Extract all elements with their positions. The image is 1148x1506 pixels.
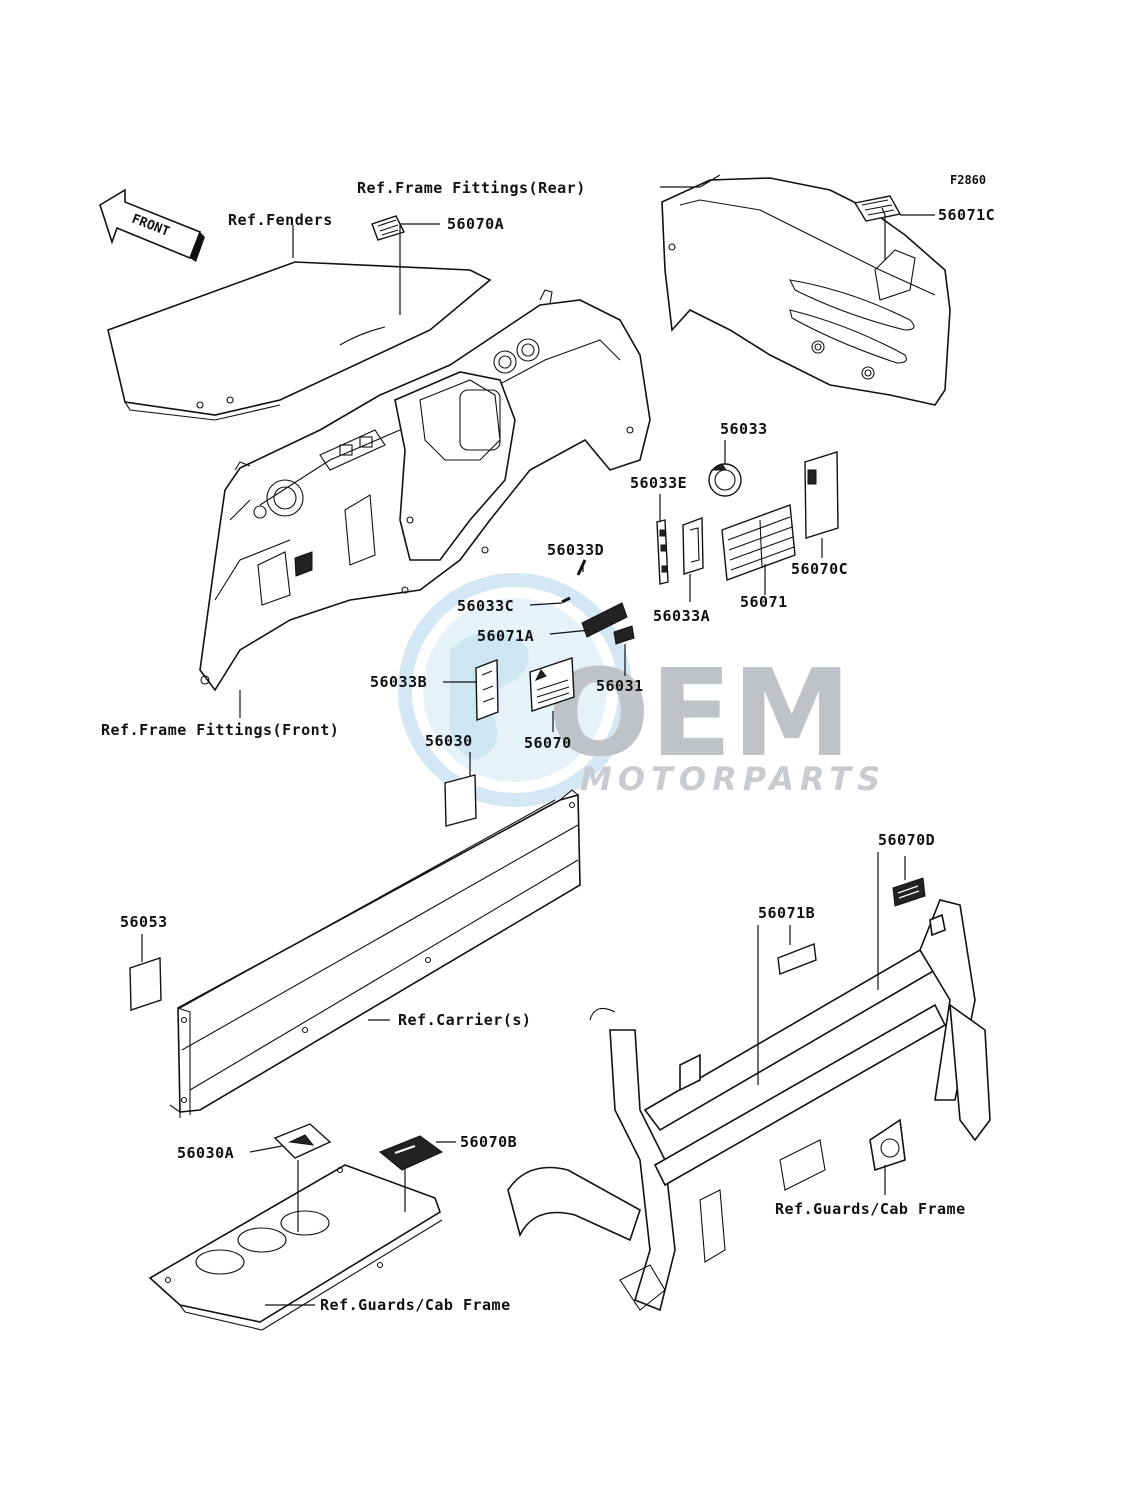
skid-plate-illustration (148, 1164, 443, 1331)
front-arrow-icon: FRONT (99, 188, 205, 262)
decal-56070D (892, 877, 926, 907)
part-label-56070: 56070 (524, 734, 572, 752)
ref-fenders-label: Ref.Fenders (228, 211, 333, 229)
ref-guards-right-label: Ref.Guards/Cab Frame (775, 1200, 966, 1218)
decal-56033A (682, 517, 704, 575)
decal-56033 (708, 463, 742, 497)
part-label-56030A: 56030A (177, 1144, 234, 1162)
part-label-56053: 56053 (120, 913, 168, 931)
decal-56070C (804, 451, 839, 539)
part-label-56071: 56071 (740, 593, 788, 611)
part-label-56033C: 56033C (457, 597, 514, 615)
part-label-56033E: 56033E (630, 474, 687, 492)
part-label-56071C: 56071C (938, 206, 995, 224)
decal-56071B (777, 943, 817, 975)
decal-56033B (475, 658, 499, 722)
part-label-56033D: 56033D (547, 541, 604, 559)
decal-56070 (529, 657, 575, 712)
cab-frame-illustration (507, 899, 991, 1312)
watermark-logo: OEM (548, 645, 851, 784)
ref-frame-front-label: Ref.Frame Fittings(Front) (101, 721, 339, 739)
part-label-56033A: 56033A (653, 607, 710, 625)
decal-56070A (371, 215, 405, 241)
part-label-56030: 56030 (425, 732, 473, 750)
decal-56071C (853, 195, 902, 222)
figure-code: F2860 (950, 173, 986, 187)
carrier-panel-illustration (169, 789, 581, 1118)
dash-panel-illustration (107, 261, 651, 692)
watermark: OEM MOTORPARTS (398, 573, 886, 807)
watermark-subtitle: MOTORPARTS (580, 760, 886, 798)
ref-frame-rear-label: Ref.Frame Fittings(Rear) (357, 179, 586, 197)
part-label-56070B: 56070B (460, 1133, 517, 1151)
ref-carrier-label: Ref.Carrier(s) (398, 1011, 531, 1029)
decal-56033E (656, 519, 669, 585)
part-label-56070D: 56070D (878, 831, 935, 849)
decal-56031 (613, 625, 635, 645)
decal-56033C (561, 596, 571, 604)
decal-56071A (581, 602, 628, 638)
part-label-56031: 56031 (596, 677, 644, 695)
globe-ring-icon (398, 573, 632, 807)
decal-56070B (379, 1135, 443, 1171)
decal-56033D (576, 559, 587, 576)
leader-lines (141, 174, 935, 1306)
part-label-56071B: 56071B (758, 904, 815, 922)
decal-56053 (129, 957, 162, 1011)
part-label-56070C: 56070C (791, 560, 848, 578)
ref-guards-bottom-label: Ref.Guards/Cab Frame (320, 1296, 511, 1314)
rear-frame-fitting-illustration (661, 177, 951, 406)
part-label-56070A: 56070A (447, 215, 504, 233)
decal-56030 (444, 774, 477, 827)
part-label-56033: 56033 (720, 420, 768, 438)
decal-56030A (273, 1123, 332, 1159)
part-label-56071A: 56071A (477, 627, 534, 645)
part-label-56033B: 56033B (370, 673, 427, 691)
decal-56071 (721, 504, 796, 581)
